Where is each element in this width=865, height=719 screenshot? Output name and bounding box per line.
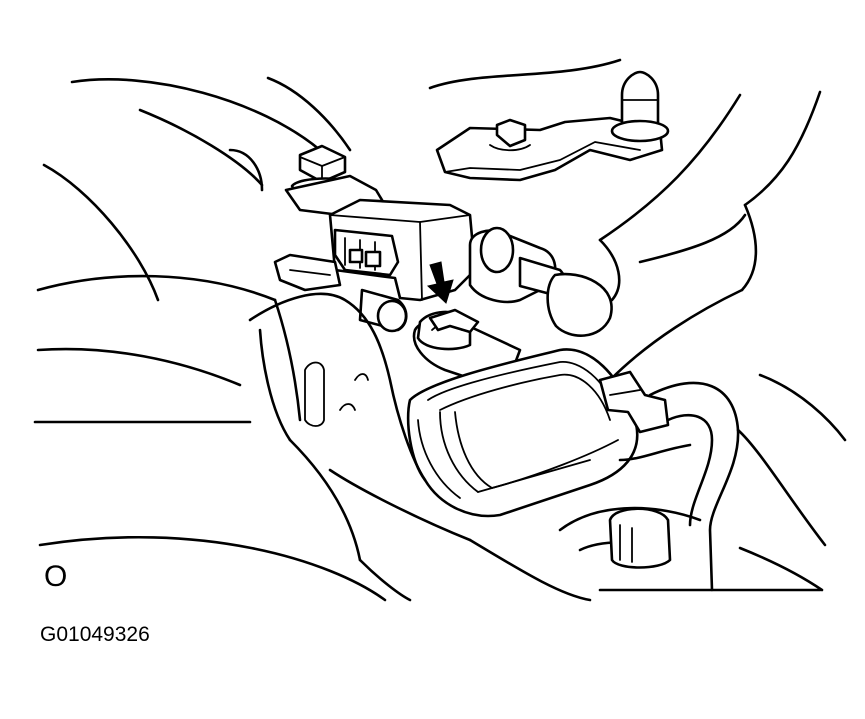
view-label: O (44, 560, 68, 593)
intake-manifold (248, 292, 472, 602)
lower-mount (468, 506, 824, 602)
right-body-panel (428, 58, 822, 382)
background-hoses (33, 76, 387, 602)
valve-port (468, 226, 613, 337)
figure-id: G01049326 (40, 623, 150, 646)
down-arrow-icon (426, 261, 454, 304)
large-hose (618, 373, 847, 592)
canister-housing (406, 348, 639, 518)
hose-clip-bracket (598, 370, 670, 434)
valve-nipple (358, 288, 408, 333)
mounting-bracket (435, 70, 670, 182)
